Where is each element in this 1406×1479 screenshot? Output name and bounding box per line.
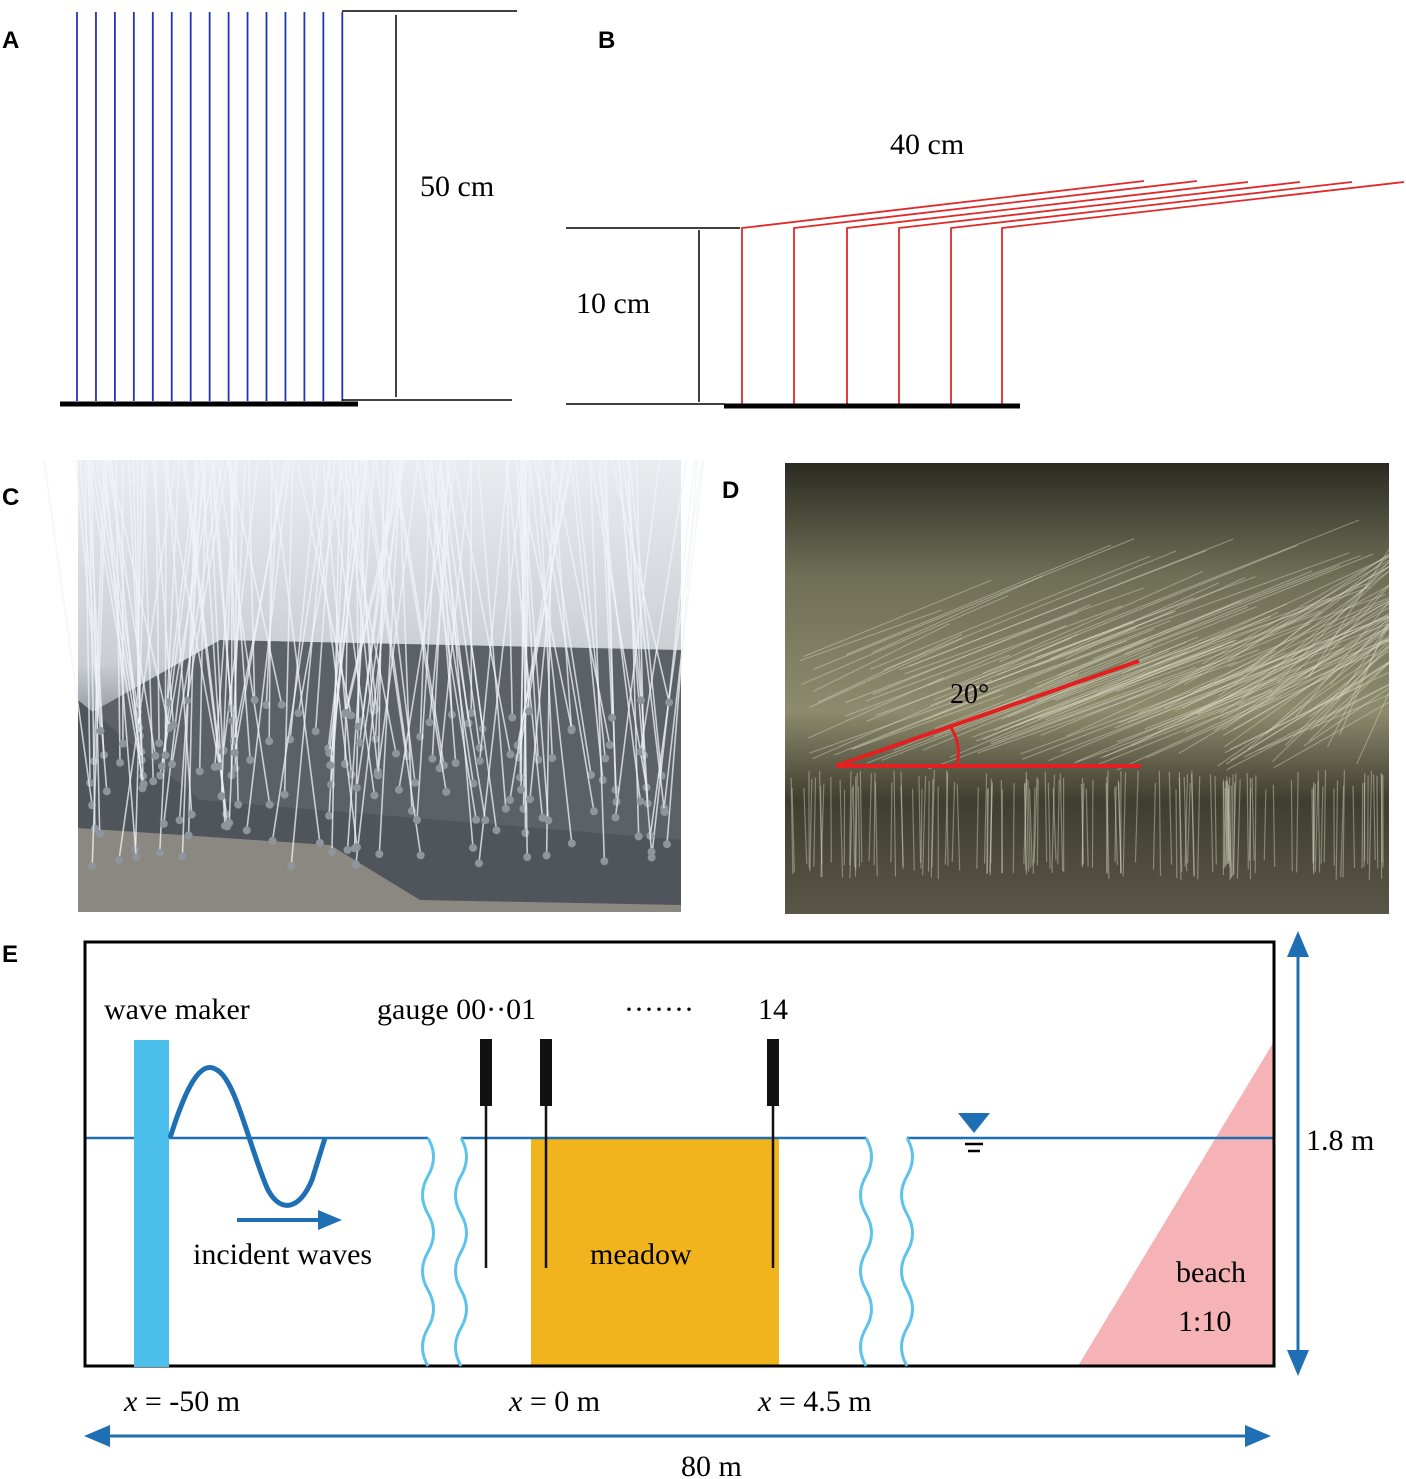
incident-waves-label: incident waves [193, 1238, 372, 1271]
panel-b-stem [741, 180, 1145, 404]
flume-break-mark [900, 1137, 914, 1367]
beach-slope-label: 1:10 [1178, 1305, 1231, 1338]
incident-wave-arrowhead [318, 1210, 342, 1230]
flume-break-marks [421, 1137, 914, 1367]
panel-b: B 10 cm 40 cm [566, 27, 1405, 409]
gauge-label: gauge 00··01 [377, 993, 536, 1026]
gauge-01 [540, 1039, 552, 1268]
beach-slope [1078, 1043, 1273, 1366]
meadow-area [531, 1138, 779, 1366]
beach-label: beach [1176, 1256, 1246, 1289]
panel-b-stems [741, 180, 1405, 404]
still-water-level-icon [958, 1113, 990, 1153]
position-meadow-start: x = 0 m [508, 1385, 600, 1418]
panel-c-letter: C [2, 484, 19, 511]
panel-b-stem [950, 181, 1353, 404]
panel-d-angle-arc [947, 724, 960, 767]
flume-outline [83, 940, 1276, 1368]
panel-a: A 50 cm [2, 10, 517, 407]
wave-maker-label: wave maker [104, 993, 250, 1026]
position-meadow-end: x = 4.5 m [757, 1385, 872, 1418]
panel-b-letter: B [598, 27, 615, 54]
incident-wave-curve [167, 1065, 328, 1208]
panel-d-letter: D [722, 477, 739, 504]
panel-a-letter: A [2, 27, 19, 54]
wave-maker-paddle [134, 1040, 169, 1367]
panel-e: E meadow beach 1:10 wave maker incident … [2, 931, 1374, 1479]
panel-a-stems [76, 12, 344, 401]
gauge-14-label: 14 [758, 993, 788, 1026]
flume-height-label: 1.8 m [1306, 1124, 1374, 1157]
flume-break-mark [421, 1137, 435, 1367]
panel-b-stem [898, 181, 1301, 404]
position-wave-maker: x = -50 m [123, 1385, 240, 1418]
panel-c: C [2, 459, 705, 912]
height-arrowhead-up-icon [1287, 931, 1309, 957]
panel-b-stem [1001, 181, 1405, 404]
height-arrowhead-down-icon [1287, 1350, 1309, 1376]
panel-a-height-label: 50 cm [420, 170, 494, 203]
flume-length-label: 80 m [681, 1450, 742, 1479]
panel-b-height-label: 10 cm [576, 287, 650, 320]
panel-d-photo [785, 463, 1390, 914]
gauge-14 [767, 1039, 779, 1268]
length-arrowhead-right-icon [1245, 1425, 1271, 1447]
panel-c-photo [43, 459, 705, 912]
panel-b-stem [793, 180, 1198, 404]
meadow-label: meadow [590, 1238, 692, 1271]
length-arrowhead-left-icon [84, 1425, 110, 1447]
gauge-ellipsis: ······· [624, 993, 694, 1026]
panel-d-angle-label: 20° [950, 679, 989, 710]
panel-b-length-label: 40 cm [890, 128, 964, 161]
flume-break-mark [859, 1137, 873, 1367]
flume-break-mark [454, 1137, 468, 1367]
panel-b-stem [846, 181, 1249, 404]
gauge-00 [480, 1039, 492, 1268]
panel-d: D 20° [722, 463, 1390, 914]
panel-e-letter: E [2, 941, 18, 968]
panel-d-angle-line-upper [835, 659, 1140, 768]
